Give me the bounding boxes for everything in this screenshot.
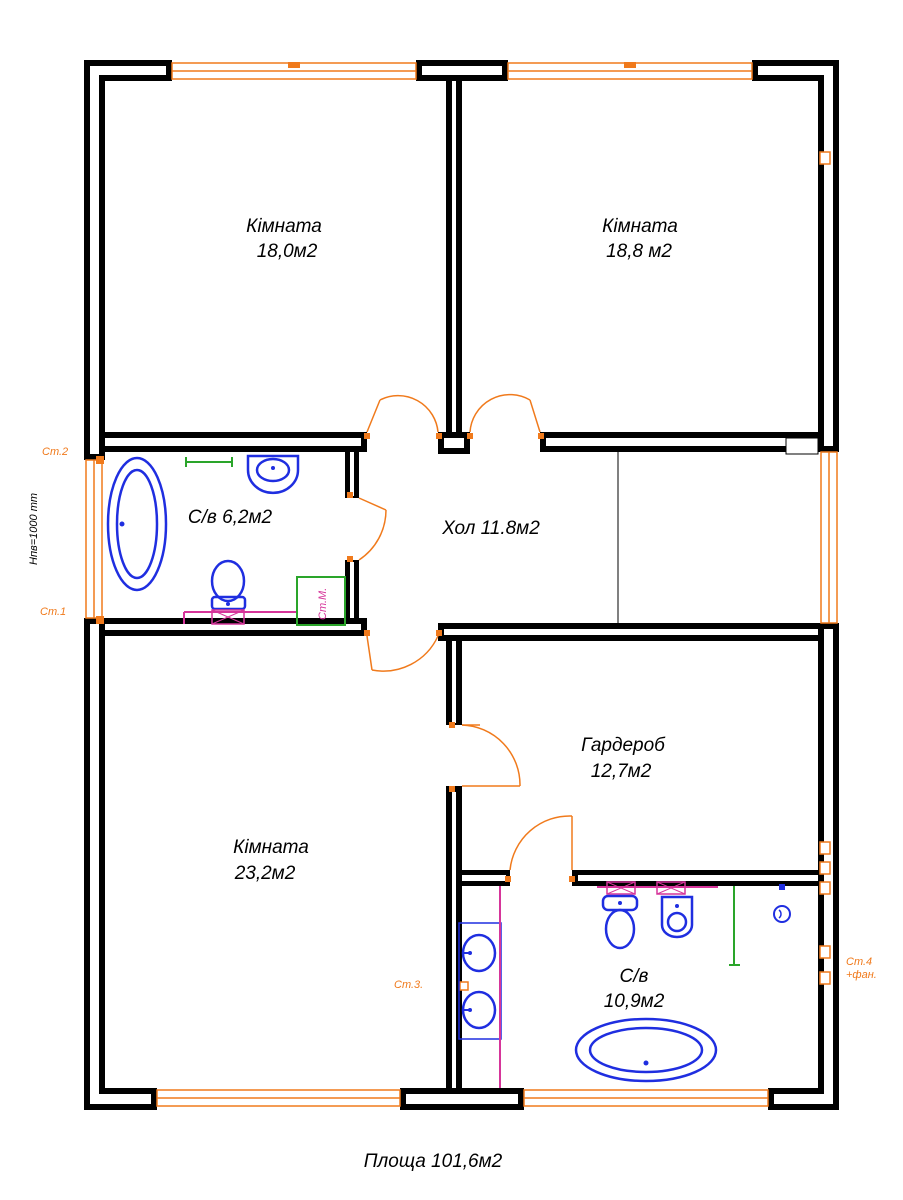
height-note: Нпв=1000 mm xyxy=(28,493,40,565)
doors xyxy=(96,393,575,882)
hall-label: Хол 11.8м2 xyxy=(441,518,540,539)
toilet-icon xyxy=(601,894,639,950)
room2-area: 18,8 м2 xyxy=(606,241,672,262)
floor-drain-icon xyxy=(773,884,791,923)
total-area: Площа 101,6м2 xyxy=(364,1151,503,1172)
sink-icon xyxy=(246,454,300,495)
room1-name: Кімната xyxy=(246,216,322,237)
stm-label: Ст.М. xyxy=(317,588,329,620)
notes: Нпв=1000 mm Ст.1 Ст.2 Ст.3. Ст.4 +фан. xyxy=(28,446,877,991)
washbasin-icon xyxy=(461,990,497,1030)
room2-name: Кімната xyxy=(602,216,678,237)
washbasin-icon xyxy=(461,933,497,973)
wardrobe-area: 12,7м2 xyxy=(591,761,652,782)
room3-area: 23,2м2 xyxy=(234,863,296,884)
bath-small-label: С/в 6,2м2 xyxy=(188,507,273,528)
bidet-icon xyxy=(660,895,694,939)
bathtub-icon xyxy=(106,456,168,592)
windows xyxy=(85,62,838,1107)
wardrobe-name: Гардероб xyxy=(581,735,666,756)
bath-large-name: С/в xyxy=(620,966,649,987)
room3-name: Кімната xyxy=(233,837,309,858)
small-bath-fixtures: Ст.М. xyxy=(106,454,346,626)
risers xyxy=(459,151,831,991)
inner-walls xyxy=(105,81,819,1088)
riser-st4: Ст.4 xyxy=(846,956,872,968)
riser-st3: Ст.3. xyxy=(394,979,423,991)
room1-area: 18,0м2 xyxy=(257,241,318,262)
riser-st2: Ст.2 xyxy=(42,446,68,458)
bath-large-area: 10,9м2 xyxy=(604,991,665,1012)
room-labels: Кімната 18,0м2 Кімната 18,8 м2 С/в 6,2м2… xyxy=(188,216,678,1012)
large-bath-fixtures xyxy=(458,881,791,1088)
bathtub-icon xyxy=(574,1017,718,1083)
riser-st4-fan: +фан. xyxy=(846,969,877,981)
riser-st1: Ст.1 xyxy=(40,606,66,618)
toilet-icon xyxy=(210,559,247,611)
